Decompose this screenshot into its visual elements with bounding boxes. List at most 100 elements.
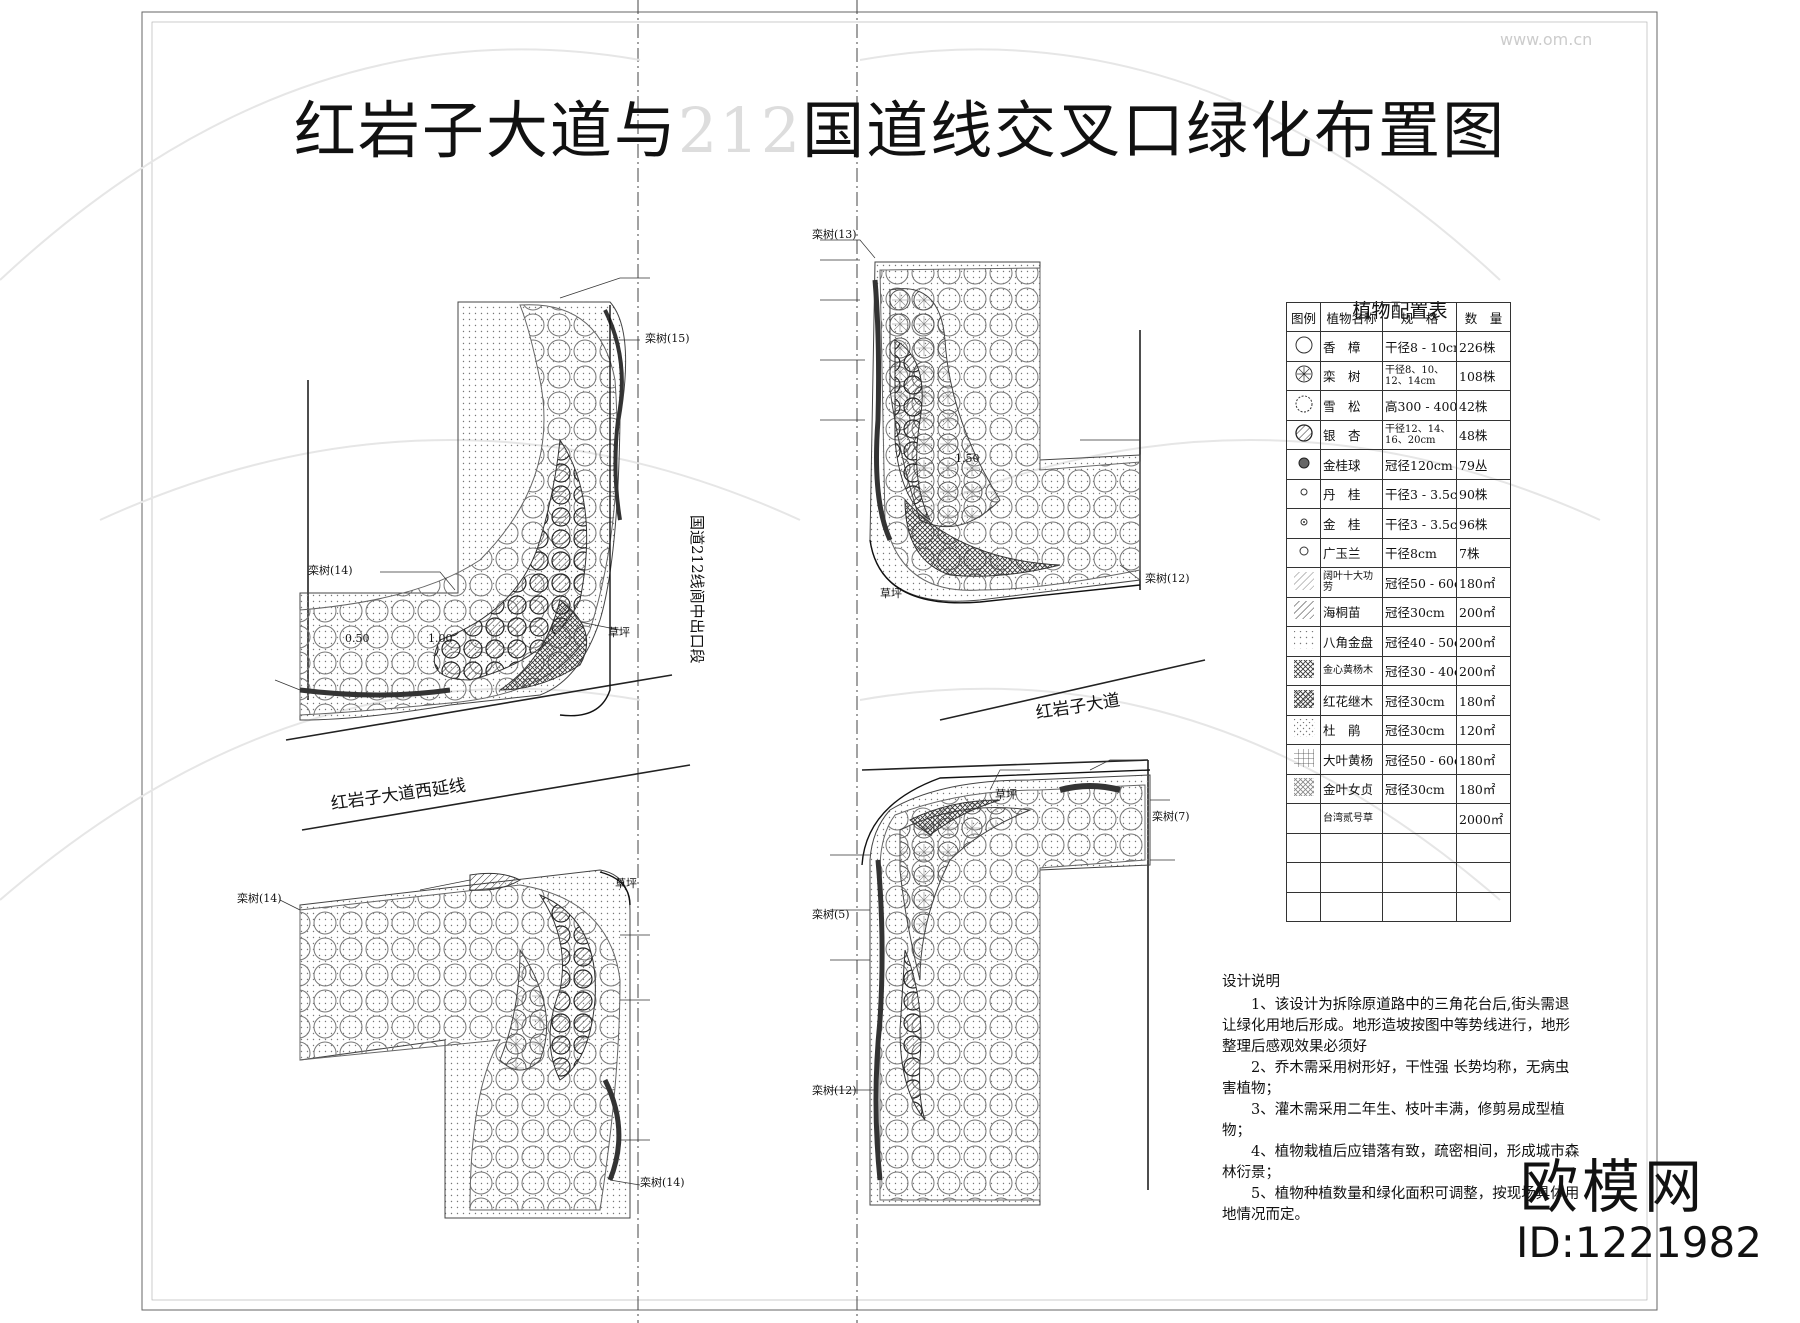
plant-name: 杜 鹃: [1320, 714, 1383, 745]
circle-outline-icon: [1286, 331, 1321, 362]
label-luan-12-ne: 栾树(12): [1145, 572, 1190, 585]
design-note-5: 5、植物种植数量和绿化面积可调整，按现场具体用地情况而定。: [1222, 1186, 1580, 1223]
filled-circle-icon: [1286, 449, 1321, 480]
dashed-circle-icon: [1286, 390, 1321, 421]
plant-quantity: 180㎡: [1456, 744, 1511, 775]
label-luan-5: 栾树(5): [812, 908, 850, 921]
plant-spec: 冠径30cm: [1382, 685, 1457, 716]
plant-name: 海桐苗: [1320, 596, 1383, 627]
plant-quantity: 120㎡: [1456, 714, 1511, 745]
plant-name: 栾 树: [1320, 360, 1383, 391]
plant-spec: 干径8 - 10cm: [1382, 331, 1457, 362]
label-contour-100: 1.00: [428, 632, 453, 645]
road-label-national: 国道212线阆中出口段: [688, 515, 706, 664]
title-part-2: 国道线交叉口绿化布置图: [802, 94, 1507, 167]
title-faint-number: 212: [677, 94, 803, 167]
plant-name: 金桂球: [1320, 449, 1383, 480]
plant-spec: 冠径30cm: [1382, 773, 1457, 804]
design-note-1: 1、该设计为拆除原道路中的三角花台后,街头需退让绿化用地后形成。地形造坡按图中等…: [1222, 997, 1570, 1055]
plant-quantity: 42株: [1456, 390, 1511, 421]
watermark-logo: 欧模网: [1520, 1153, 1707, 1221]
small-circle-icon: [1286, 478, 1321, 509]
label-luan-14-sw-bottom: 栾树(14): [640, 1176, 685, 1189]
plant-spec: [1382, 803, 1457, 834]
plant-name: 金叶女贞: [1320, 773, 1383, 804]
plant-quantity: 200㎡: [1456, 596, 1511, 627]
label-luan-12-se: 栾树(12): [812, 1084, 857, 1097]
plant-quantity: 7株: [1456, 537, 1511, 568]
plant-quantity: 2000㎡: [1456, 803, 1511, 834]
plant-name: 金 桂: [1320, 508, 1383, 539]
plant-name: 广玉兰: [1320, 537, 1383, 568]
dot-grid-icon: [1286, 714, 1321, 745]
plant-name: 香 樟: [1320, 331, 1383, 362]
plant-spec: 冠径50 - 60cm: [1382, 567, 1457, 598]
plant-spec: 高300 - 400cm: [1382, 390, 1457, 421]
table-header-row: 图例 植物名称 规 格 数 量: [1286, 302, 1511, 332]
plant-name: 红花继木: [1320, 685, 1383, 716]
plant-name: 丹 桂: [1320, 478, 1383, 509]
plant-quantity: 180㎡: [1456, 567, 1511, 598]
plant-spec: 干径8cm: [1382, 537, 1457, 568]
plant-spec: 干径3 - 3.5cm: [1382, 478, 1457, 509]
plant-spec: 冠径120cm: [1382, 449, 1457, 480]
label-lawn-nw: 草坪: [608, 626, 630, 639]
plant-name: 大叶黄杨: [1320, 744, 1383, 775]
label-luan-13: 栾树(13): [812, 228, 857, 241]
plant-spec: 冠径30cm: [1382, 714, 1457, 745]
dot-pattern-icon: [1286, 626, 1321, 657]
header-legend: 图例: [1286, 302, 1321, 332]
star-circle-icon: [1286, 360, 1321, 391]
tiny-circle-icon: [1286, 537, 1321, 568]
sw-planting-area: [299, 869, 631, 1219]
blank-icon: [1286, 803, 1321, 834]
dense-hatch-icon: [1286, 685, 1321, 716]
design-notes: 设计说明 1、该设计为拆除原道路中的三角花台后,街头需退让绿化用地后形成。地形造…: [1222, 972, 1582, 1226]
label-lawn-sw: 草坪: [615, 877, 637, 890]
wave-hatch-icon: [1286, 773, 1321, 804]
plant-quantity: 48株: [1456, 419, 1511, 450]
table-row: [1286, 862, 1511, 893]
plant-name: 阔叶十大功劳: [1320, 567, 1383, 598]
table-row: [1286, 891, 1511, 922]
plant-quantity: 200㎡: [1456, 626, 1511, 657]
drawing-title: 红岩子大道与212国道线交叉口绿化布置图: [0, 80, 1800, 170]
label-luan-7: 栾树(7): [1152, 810, 1190, 823]
label-lawn-ne: 草坪: [880, 587, 902, 600]
plant-spec: 冠径30cm: [1382, 596, 1457, 627]
ne-planting-area: [869, 261, 1141, 604]
se-planting-area: [861, 769, 1151, 1206]
header-plant-name: 植物名称: [1320, 302, 1383, 332]
small-dot-circle-icon: [1286, 508, 1321, 539]
plant-name: 银 杏: [1320, 419, 1383, 450]
cross-hatch-icon: [1286, 655, 1321, 686]
header-spec: 规 格: [1382, 302, 1457, 332]
plant-quantity: 96株: [1456, 508, 1511, 539]
plant-table-empty-rows: [1286, 832, 1511, 922]
plant-quantity: 226株: [1456, 331, 1511, 362]
plant-quantity: 90株: [1456, 478, 1511, 509]
plant-spec: 冠径40 - 50cm: [1382, 626, 1457, 657]
design-note-2: 2、乔木需采用树形好，干性强 长势均称，无病虫害植物；: [1222, 1060, 1570, 1097]
label-luan-14-nw: 栾树(14): [308, 564, 353, 577]
label-luan-15: 栾树(15): [645, 332, 690, 345]
header-quantity: 数 量: [1456, 302, 1511, 332]
plant-quantity: 79丛: [1456, 449, 1511, 480]
plant-quantity: 108株: [1456, 360, 1511, 391]
